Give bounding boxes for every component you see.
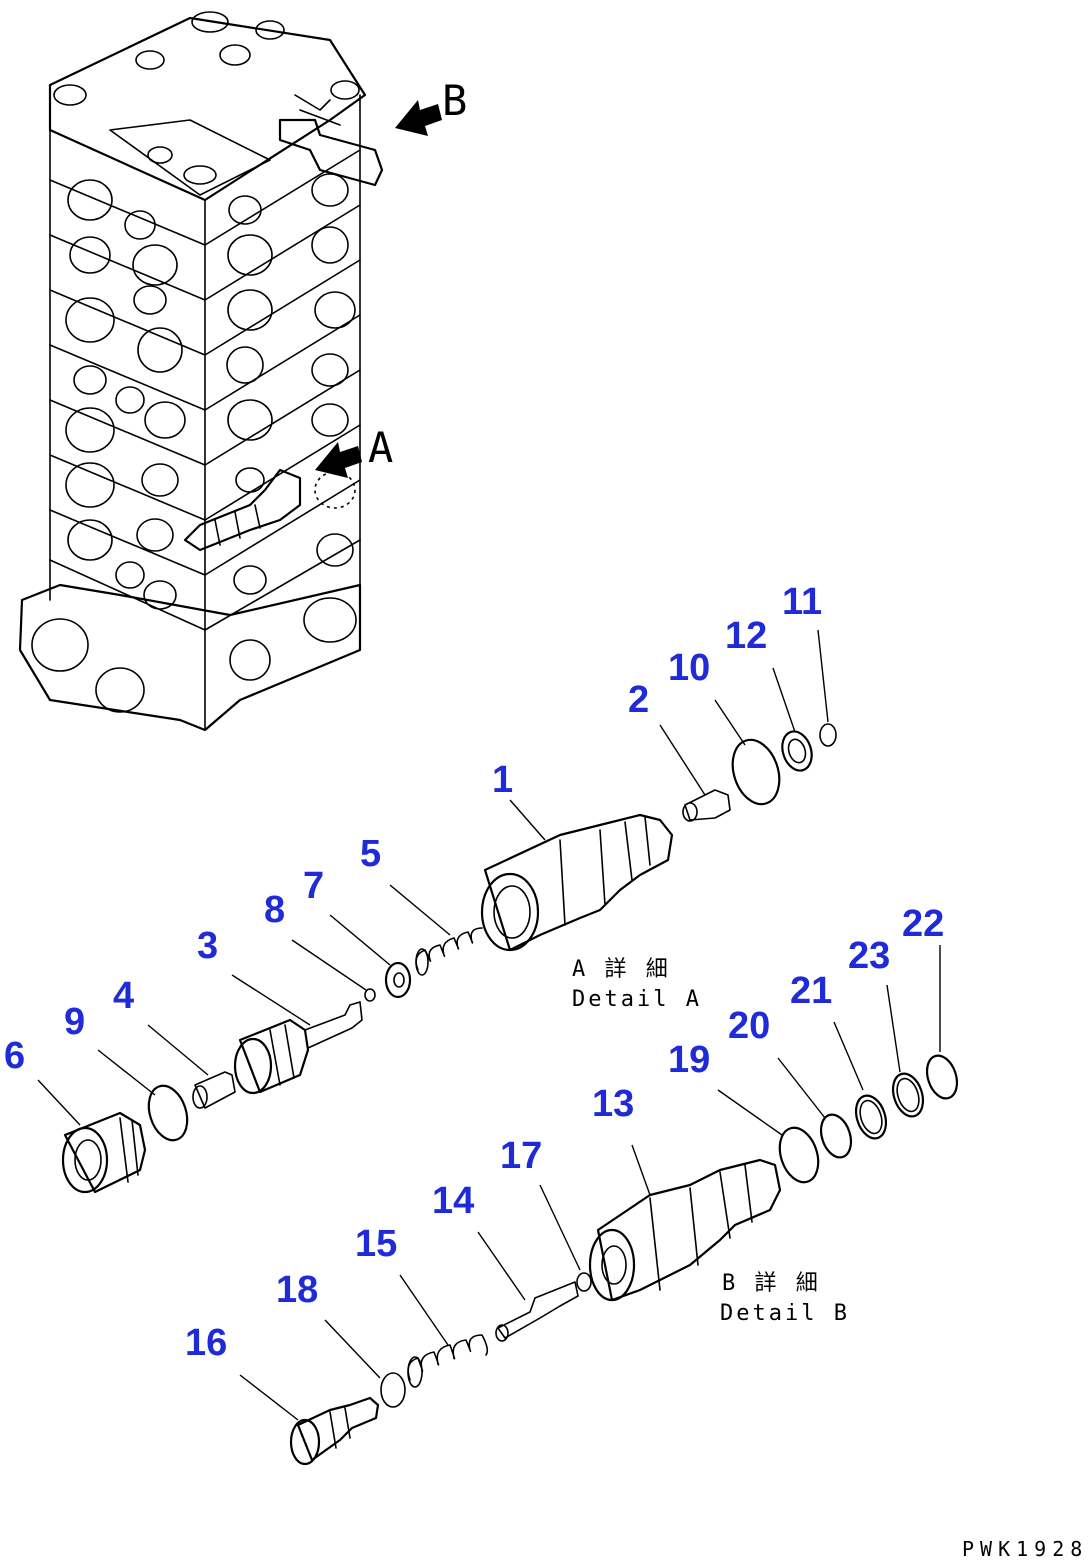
view-arrow-a: A: [315, 423, 393, 478]
callout-7: 7: [303, 865, 324, 907]
view-letter-a: A: [368, 423, 393, 472]
part-18-oring: [380, 1372, 406, 1408]
callout-17: 17: [500, 1135, 542, 1177]
callout-3: 3: [197, 925, 218, 967]
detail-b-parts: [289, 1054, 959, 1466]
part-19-oring: [778, 1126, 820, 1184]
detail-b-label: B 詳 細 Detail B: [720, 1271, 850, 1326]
detail-a-label: A 詳 細 Detail A: [572, 957, 702, 1012]
leader-lines: [37, 629, 941, 1421]
callout-11: 11: [782, 581, 822, 623]
callout-19: 19: [668, 1039, 710, 1081]
callout-22: 22: [902, 903, 944, 945]
part-12-ring: [781, 730, 813, 772]
part-13-body: [588, 1158, 782, 1302]
callout-21: 21: [790, 970, 832, 1012]
detail-a-parts: [61, 723, 837, 1194]
callout-18: 18: [276, 1269, 318, 1311]
detail-a-japanese: A 詳 細: [572, 957, 671, 982]
part-6-plug: [61, 1111, 147, 1194]
callout-1: 1: [492, 759, 513, 801]
part-21-ring: [854, 1094, 888, 1140]
part-3-poppet: [233, 1001, 363, 1095]
part-16-screw: [289, 1396, 380, 1466]
control-valve-body: [18, 11, 384, 732]
callout-5: 5: [360, 833, 381, 875]
callout-4: 4: [113, 975, 134, 1017]
part-4-piston: [192, 1071, 236, 1109]
part-17-ball: [576, 1272, 592, 1292]
callout-6: 6: [4, 1035, 25, 1077]
part-8-ball: [364, 988, 376, 1002]
part-23-ring: [891, 1072, 925, 1118]
callout-2: 2: [628, 679, 649, 721]
view-letter-b: B: [442, 76, 467, 125]
view-arrow-b: B: [395, 76, 467, 136]
callout-numbers: 1 2 3 4 5 6 7 8 9 10 11 12 13 14 15 16 1…: [4, 581, 944, 1364]
part-7-washer: [384, 961, 412, 999]
detail-b-english: Detail B: [720, 1301, 850, 1326]
callout-8: 8: [264, 889, 285, 931]
part-20-oring: [819, 1113, 853, 1159]
part-5-spring: [415, 927, 483, 976]
part-15-spring: [407, 1334, 489, 1388]
part-2: [682, 789, 731, 822]
callout-9: 9: [64, 1001, 85, 1043]
part-14-poppet: [495, 1281, 579, 1342]
callout-13: 13: [592, 1083, 634, 1125]
part-10-oring: [731, 738, 781, 806]
part-11-oring: [819, 723, 837, 747]
part-9-oring: [147, 1084, 189, 1142]
callout-10: 10: [668, 647, 710, 689]
part-1-body: [480, 813, 674, 952]
callout-20: 20: [728, 1005, 770, 1047]
drawing-number: PWK1928: [962, 1537, 1088, 1561]
part-22-oring: [925, 1054, 959, 1100]
callout-16: 16: [185, 1322, 227, 1364]
callout-14: 14: [432, 1180, 474, 1222]
detail-b-japanese: B 詳 細: [722, 1271, 821, 1296]
callout-23: 23: [848, 935, 890, 977]
callout-12: 12: [725, 615, 767, 657]
detail-a-english: Detail A: [572, 987, 702, 1012]
callout-15: 15: [355, 1223, 397, 1265]
